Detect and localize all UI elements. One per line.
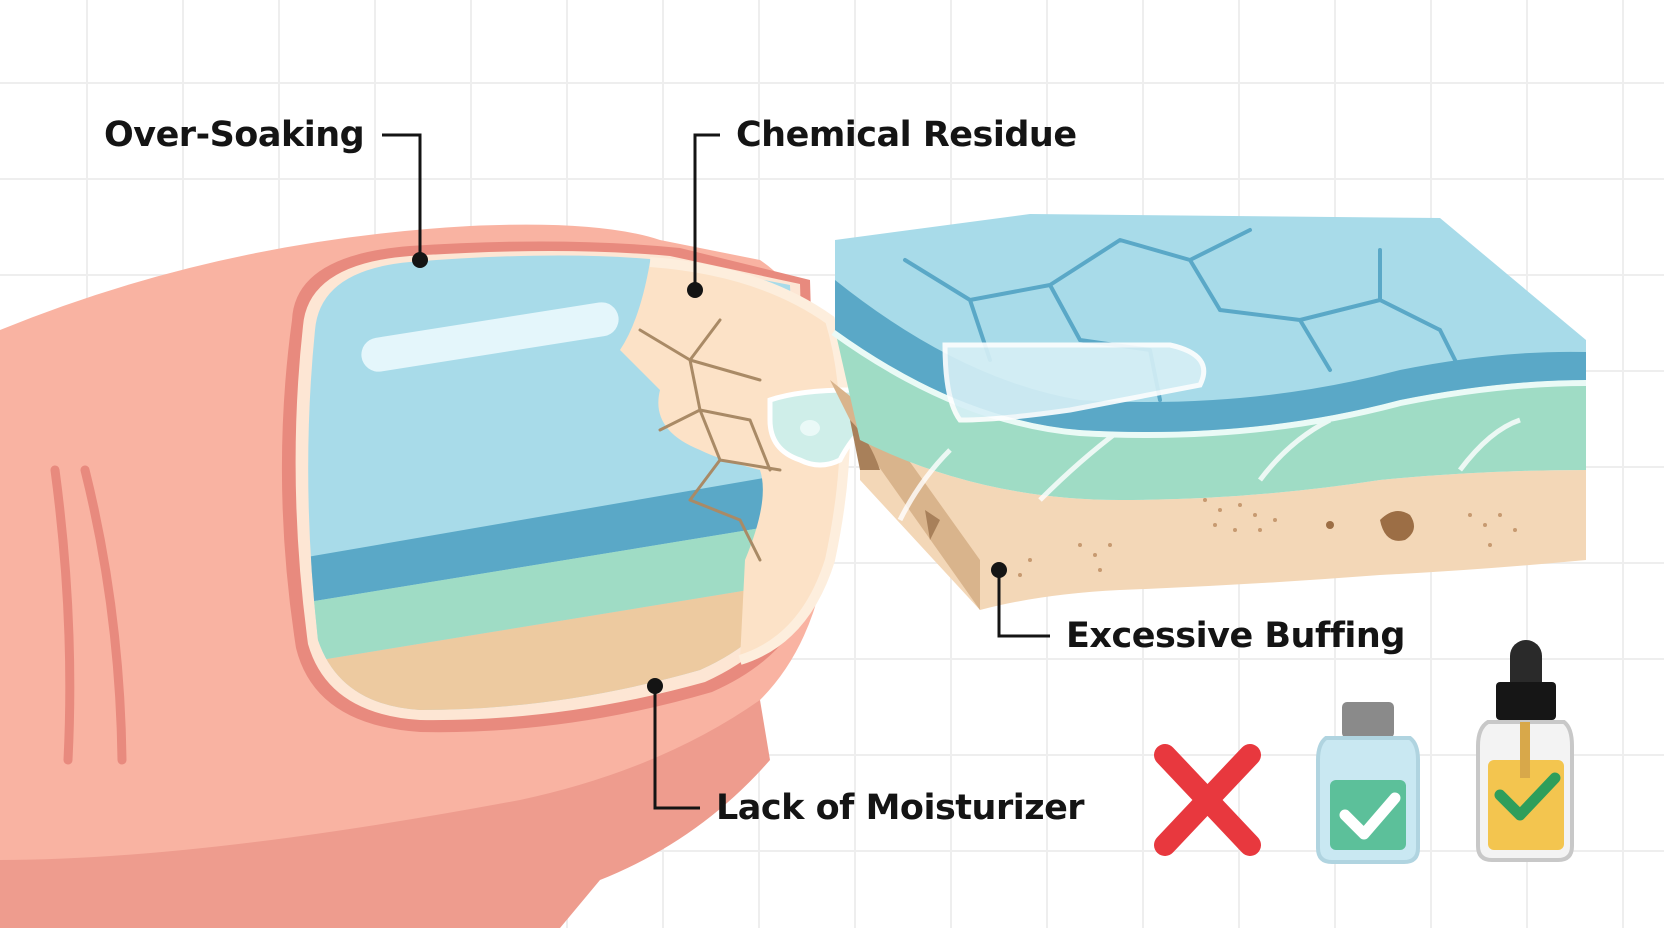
label-over-soaking: Over-Soaking [104, 115, 365, 155]
label-lack-of-moisturizer: Lack of Moisturizer [716, 788, 1085, 828]
nail-polish-bottle-check-icon [1316, 702, 1420, 864]
cuticle-oil-dropper-check-icon [1476, 640, 1574, 862]
leader-dots [412, 252, 1007, 694]
nail-layer-block [830, 214, 1587, 610]
label-excessive-buffing: Excessive Buffing [1066, 616, 1405, 656]
x-mark-icon [1154, 744, 1261, 856]
label-chemical-residue: Chemical Residue [736, 115, 1077, 155]
leader-lines [382, 133, 1050, 810]
